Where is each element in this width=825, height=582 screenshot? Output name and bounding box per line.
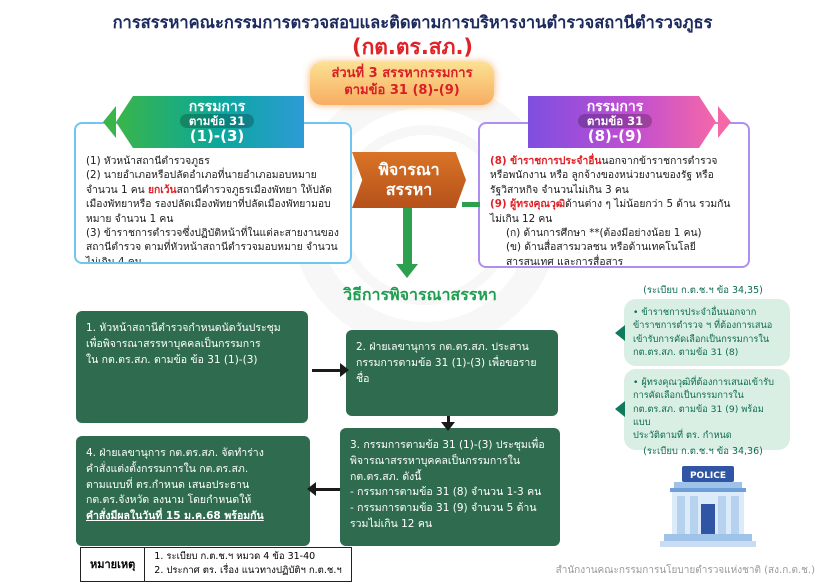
police-station-illustration: POLICE (652, 466, 764, 550)
banner-right-line1: กรรมการ (586, 98, 644, 115)
committee-item-9: (9) ผู้ทรงคุณวุฒิด้านต่าง ๆ ไม่น้อยกว่า … (490, 197, 738, 226)
committee-item-2-text: (2) นายอำเภอหรือปลัดอำเภอที่นายอำเภอมอบห… (86, 169, 317, 196)
ribbon-line2: สรรหา (385, 180, 433, 199)
banner-left-line1: กรรมการ (188, 98, 246, 115)
ribbon-line1: พิจารณา (378, 160, 440, 179)
banner-committee-8-9: กรรมการ ตามข้อ 31 (8)-(9) (528, 96, 716, 148)
police-sign-text: POLICE (690, 471, 726, 481)
flow-arrow-2-3-line (447, 416, 450, 424)
committee-item-3: (3) ข้าราชการตำรวจซึ่งปฏิบัติหน้าที่ในแต… (86, 227, 339, 264)
flow-arrow-3-4-line (316, 488, 340, 491)
banner-left-line2: ตามข้อ 31 (179, 113, 255, 128)
green-connector-line (462, 202, 480, 207)
banner-committee-1-3: กรรมการ ตามข้อ 31 (1)-(3) (116, 96, 304, 148)
flow-arrow-right-icon (340, 363, 349, 377)
section-badge-line2: ตามข้อ 31 (8)-(9) (344, 82, 460, 98)
process-step-2: 2. ฝ่ายเลขานุการ กต.ตร.สภ. ประสาน กรรมกา… (346, 330, 558, 416)
process-step-1: 1. หัวหน้าสถานีตำรวจกำหนดนัดวันประชุม เพ… (76, 311, 308, 423)
remark-label: หมายเหตุ (80, 547, 146, 582)
section-badge: ส่วนที่ 3 สรรหากรรมการ ตามข้อ 31 (8)-(9) (310, 62, 494, 105)
committee-item-9-rest: ด้านต่าง ๆ ไม่น้อยกว่า 5 ด้าน รวมกันไม่เ… (490, 198, 731, 225)
page-subtitle: (กต.ตร.สภ.) (351, 35, 474, 59)
committee-item-2-highlight: ยกเว้น (147, 183, 177, 196)
chevron-right-icon (718, 106, 731, 138)
committee-item-8: (8) ข้าราชการประจำอื่นนอกจากข้าราชการตำร… (490, 154, 738, 197)
side-note-clause-9: • ผู้ทรงคุณวุฒิที่ต้องการเสนอเข้ารับ การ… (624, 369, 790, 450)
side-note-clause-8: • ข้าราชการประจำอื่นนอกจาก ข้าราชการตำรว… (624, 299, 790, 367)
committee-item-8-highlight: (8) ข้าราชการประจำอื่น (490, 155, 602, 167)
step-4-highlight: คำสั่งมีผลในวันที่ 15 ม.ค.68 พร้อมกัน (86, 510, 264, 522)
flow-arrow-1-2-line (312, 369, 342, 372)
down-arrow-icon (396, 264, 418, 278)
banner-right-line2: ตามข้อ 31 (577, 113, 653, 128)
committee-item-1: (1) หัวหน้าสถานีตำรวจภูธร (86, 155, 210, 167)
committee-item-9-highlight: (9) ผู้ทรงคุณวุฒิ (490, 198, 566, 211)
page-title: การสรรหาคณะกรรมการตรวจสอบและติดตามการบริ… (112, 13, 713, 32)
police-building-icon: POLICE (660, 466, 756, 547)
section-badge-line1: ส่วนที่ 3 สรรหากรรมการ (331, 66, 473, 81)
committee-item-9b: (ข) ด้านสื่อสารมวลชน หรือด้านเทคโนโลยีสา… (506, 241, 696, 268)
step-4-text: 4. ฝ่ายเลขานุการ กต.ตร.สภ. จัดทำร่าง คำส… (86, 447, 264, 507)
remark-text: 1. ระเบียบ ก.ต.ช.ฯ หมวด 4 ข้อ 31-40 2. ป… (145, 547, 352, 582)
down-arrow-stem (403, 208, 412, 266)
remark-box: หมายเหตุ 1. ระเบียบ ก.ต.ช.ฯ หมวด 4 ข้อ 3… (80, 547, 352, 582)
banner-left-line3: (1)-(3) (189, 127, 245, 146)
selection-ribbon: พิจารณา สรรหา (352, 152, 466, 208)
committee-item-2: (2) นายอำเภอหรือปลัดอำเภอที่นายอำเภอมอบห… (86, 168, 340, 226)
committee-item-9a: (ก) ด้านการศึกษา **(ต้องมีอย่างน้อย 1 คน… (506, 227, 702, 240)
chevron-left-icon (103, 106, 116, 138)
regulation-label-top: (ระเบียบ ก.ต.ช.ฯ ข้อ 34,35) (643, 285, 763, 296)
footer-credit: สำนักงานคณะกรรมการนโยบายตำรวจแห่งชาติ (ส… (555, 565, 815, 576)
process-step-3: 3. กรรมการตามข้อ 31 (1)-(3) ประชุมเพื่อ … (340, 428, 560, 546)
process-step-4: 4. ฝ่ายเลขานุการ กต.ตร.สภ. จัดทำร่าง คำส… (76, 436, 310, 546)
regulation-label-bottom: (ระเบียบ ก.ต.ช.ฯ ข้อ 34,36) (643, 446, 763, 457)
committee-item-8-rest: นอกจากข้าราชการตำรวจ หรือพนักงาน หรือ ลู… (490, 155, 718, 196)
flow-arrow-down-icon (441, 422, 455, 431)
committee-item-2-rest: สถานีตำรวจภูธรเมืองพัทยา ให้ปลัดเมืองพัท… (86, 183, 332, 225)
process-heading: วิธีการพิจารณาสรรหา (343, 285, 497, 304)
banner-right-line3: (8)-(9) (587, 127, 643, 146)
flow-arrow-left-icon (307, 482, 316, 496)
